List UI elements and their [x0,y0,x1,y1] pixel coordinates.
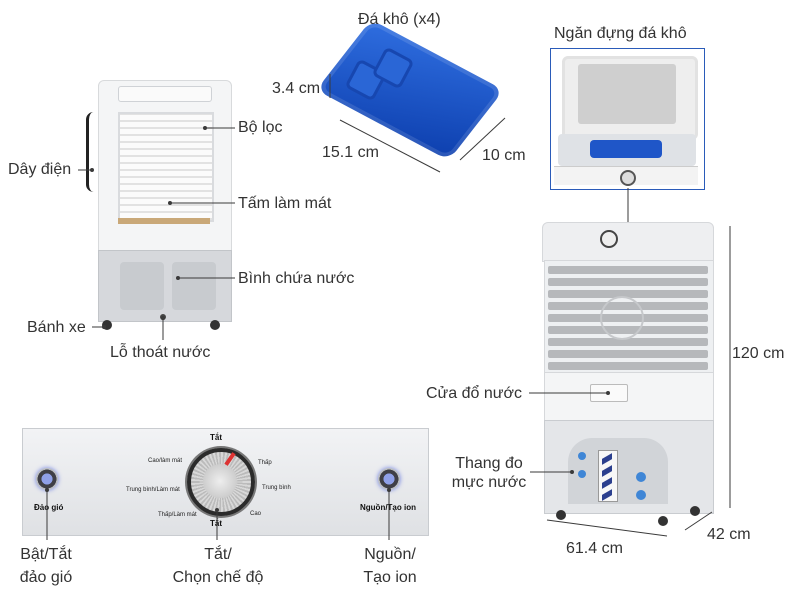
grill-slat [548,350,708,358]
front-knob [600,230,618,248]
label-power: Nguồn/ Tạo ion [350,545,430,587]
panel-mid-cool: Trung bình/Làm mát [126,487,180,493]
cooler-front-top [542,222,714,262]
ice-compartment-lid-inner [578,64,676,124]
panel-cool-low: Cao/làm mát [148,458,183,464]
tank-recess-left [120,262,164,310]
label-ice-compartment: Ngăn đựng đá khô [554,25,687,42]
power-cord-shape [86,112,101,192]
wheel-back-right [690,506,700,516]
front-indicator-1 [578,452,586,460]
wheel-front-left [556,510,566,520]
cooler-back-handle [118,86,212,102]
grill-slat [548,290,708,298]
label-width: 61.4 cm [566,540,623,557]
filter-grid [118,112,214,222]
label-water-tank: Bình chứa nước [238,270,355,287]
panel-low-cool: Thấp/Làm mát [158,512,197,518]
label-power-line2: Tạo ion [363,569,417,587]
drain-hole-shape [160,314,166,320]
label-cooling-pad: Tấm làm mát [238,195,332,212]
wheel-right-back [210,320,220,330]
panel-high: Cao [250,511,262,517]
ice-pack [316,19,504,161]
label-swing-line2: đảo gió [19,569,73,587]
label-ice-width: 10 cm [482,147,526,164]
label-mode-line2: Chọn chế độ [172,569,264,587]
front-indicator-2 [578,470,586,478]
ice-compartment-ice [590,140,662,158]
label-power-cord: Dây điện [8,161,72,178]
fan-center [600,296,644,340]
label-swing-line1: Bật/Tắt [20,546,72,563]
front-indicator-4 [636,490,646,500]
panel-mid: Trung bình [262,485,291,491]
grill-slat [548,266,708,274]
label-ice-length: 15.1 cm [322,144,379,161]
label-water-gauge-line2: mực nước [451,474,527,492]
mode-knob-center [203,464,237,498]
compartment-knob [620,170,636,186]
wheel-front-right [658,516,668,526]
power-button[interactable] [378,468,400,490]
label-swing: Bật/Tắt đảo gió [6,545,86,587]
label-ice-height: 3.4 cm [272,80,321,97]
label-drain-hole: Lỗ thoát nước [110,344,211,361]
wheel-left-back [102,320,112,330]
label-depth: 42 cm [707,526,751,543]
panel-swing-label: Đảo gió [34,503,64,512]
label-mode: Tắt/ Chọn chế độ [160,545,276,587]
label-filter: Bộ lọc [238,119,283,136]
panel-off-bottom: Tắt [210,519,222,528]
panel-power-label: Nguồn/Tạo ion [360,503,416,512]
grill-slat [548,362,708,370]
label-ice-pack: Đá khô (x4) [358,11,441,28]
label-power-line1: Nguồn/ [364,546,416,563]
tank-recess-right [172,262,216,310]
grill-slat [548,338,708,346]
cooler-front-mid [544,372,714,422]
label-wheels: Bánh xe [27,319,86,336]
label-water-gauge-line1: Thang đo [455,455,523,472]
grill-slat [548,278,708,286]
water-inlet-door [590,384,628,402]
swing-button[interactable] [36,468,58,490]
label-mode-line1: Tắt/ [204,546,232,563]
front-indicator-3 [636,472,646,482]
label-height: 120 cm [732,345,785,362]
label-water-gauge: Thang đo mực nước [449,454,529,492]
panel-off-top: Tắt [210,433,222,442]
panel-low: Thấp [258,460,272,466]
cooling-pad-edge [118,218,210,224]
label-water-inlet: Cửa đổ nước [426,385,522,402]
